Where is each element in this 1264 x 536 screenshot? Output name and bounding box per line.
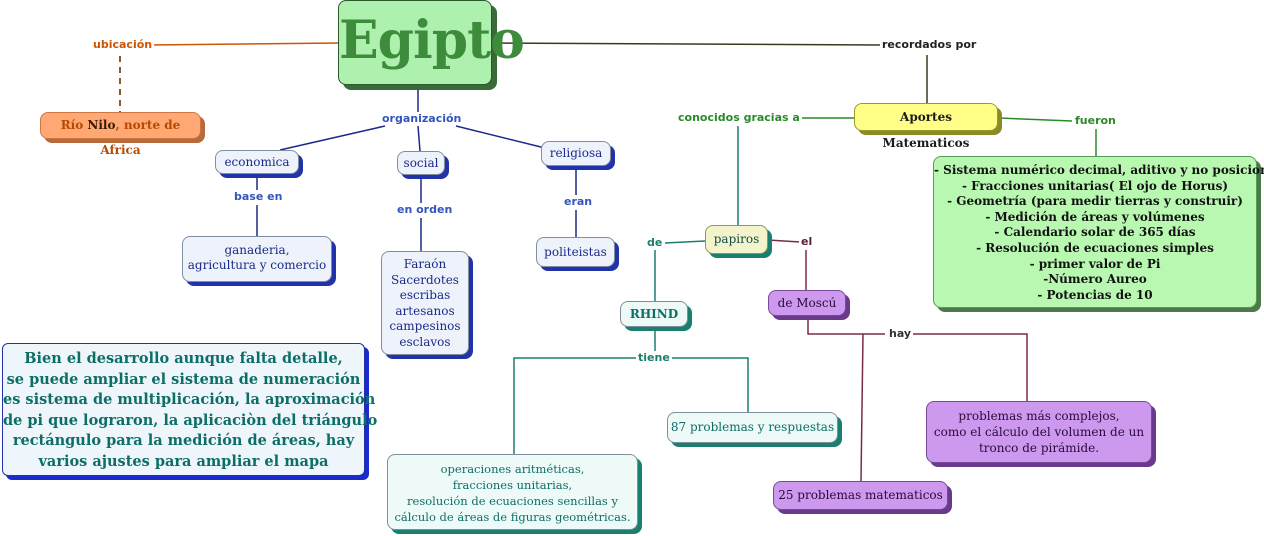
link-ubicacion: ubicación xyxy=(91,38,155,51)
social-orden-item: esclavos xyxy=(399,334,451,349)
problemas-87-label: 87 problemas y respuestas xyxy=(670,420,835,434)
rio-nilo-part1: Río xyxy=(60,118,88,132)
link-fueron: fueron xyxy=(1073,114,1118,127)
node-social-orden[interactable]: Faraón Sacerdotes escribas artesanos cam… xyxy=(381,251,469,355)
node-rhind[interactable]: RHIND xyxy=(620,301,688,327)
node-papiros[interactable]: papiros xyxy=(705,225,768,254)
feedback-line: rectángulo para la medición de áreas, ha… xyxy=(12,432,355,449)
religiosa-label: religiosa xyxy=(549,146,603,160)
social-orden-item: artesanos xyxy=(395,303,455,318)
operaciones-line: cálculo de áreas de figuras geométricas. xyxy=(394,510,631,524)
complejos-line: tronco de pirámide. xyxy=(978,441,1100,455)
aportes-label: Aportes Matematicos xyxy=(882,110,970,150)
link-el: el xyxy=(799,235,815,248)
aportes-item: - Geometría (para medir tierras y constr… xyxy=(947,194,1243,209)
aportes-item: - Calendario solar de 365 días xyxy=(994,225,1196,240)
papiros-label: papiros xyxy=(713,232,760,246)
node-rio-nilo[interactable]: Río Nilo, norte de Africa xyxy=(40,112,201,157)
operaciones-line: fracciones unitarias, xyxy=(452,478,573,492)
ganaderia-line: ganaderia, xyxy=(224,243,290,257)
rhind-label: RHIND xyxy=(629,307,679,321)
link-base-en: base en xyxy=(232,190,285,203)
node-operaciones[interactable]: operaciones aritméticas, fracciones unit… xyxy=(387,454,638,530)
aportes-item: - Medición de áreas y volúmenes xyxy=(985,209,1205,224)
problemas-25-label: 25 problemas matematicos xyxy=(778,488,943,502)
ganaderia-line: agricultura y comercio xyxy=(187,258,327,272)
complejos-line: como el cálculo del volumen de un xyxy=(933,425,1145,439)
link-eran: eran xyxy=(562,195,595,208)
social-orden-item: Faraón xyxy=(403,257,447,271)
title-text: Egipto xyxy=(339,10,525,71)
operaciones-line: operaciones aritméticas, xyxy=(440,462,585,476)
social-label: social xyxy=(403,156,439,170)
node-religiosa[interactable]: religiosa xyxy=(541,141,611,166)
node-moscu[interactable]: de Moscú xyxy=(768,290,846,316)
complejos-line: problemas más complejos, xyxy=(958,409,1120,423)
moscu-label: de Moscú xyxy=(777,296,837,310)
feedback-line: de pi que lograron, la aplicaciòn del tr… xyxy=(3,411,378,429)
aportes-item: - Sistema numérico decimal, aditivo y no… xyxy=(934,163,1264,177)
politeistas-label: politeistas xyxy=(544,245,607,259)
title-node[interactable]: Egipto xyxy=(338,0,525,85)
node-ganaderia[interactable]: ganaderia, agricultura y comercio xyxy=(182,236,332,282)
aportes-item: - primer valor de Pi xyxy=(1029,256,1161,271)
economica-label: economica xyxy=(224,155,290,169)
aportes-item: -Número Aureo xyxy=(1043,272,1147,287)
link-de: de xyxy=(645,236,665,249)
link-tiene: tiene xyxy=(636,351,672,364)
node-87-problemas[interactable]: 87 problemas y respuestas xyxy=(667,412,838,443)
feedback-line: varios ajustes para ampliar el mapa xyxy=(38,452,329,470)
social-orden-item: campesinos xyxy=(389,319,461,333)
feedback-line: Bien el desarrollo aunque falta detalle, xyxy=(24,350,343,367)
node-aportes[interactable]: Aportes Matematicos xyxy=(854,103,998,150)
aportes-item: - Resolución de ecuaciones simples xyxy=(976,240,1214,255)
social-orden-item: Sacerdotes xyxy=(391,272,459,287)
operaciones-line: resolución de ecuaciones sencillas y xyxy=(407,494,618,508)
feedback-line: se puede ampliar el sistema de numeració… xyxy=(6,370,361,388)
aportes-item: - Fracciones unitarias( El ojo de Horus) xyxy=(961,178,1229,193)
rio-nilo-part3: , norte de Africa xyxy=(100,118,181,157)
node-politeistas[interactable]: politeistas xyxy=(536,237,615,267)
link-en-orden: en orden xyxy=(395,203,455,216)
social-orden-item: escribas xyxy=(399,288,451,302)
node-aportes-list[interactable]: - Sistema numérico decimal, aditivo y no… xyxy=(933,156,1264,308)
link-conocidos-gracias-a: conocidos gracias a xyxy=(676,111,802,124)
link-recordados-por: recordados por xyxy=(880,38,979,51)
link-hay: hay xyxy=(887,327,914,340)
node-complejos[interactable]: problemas más complejos, como el cálculo… xyxy=(926,401,1152,463)
rio-nilo-part2: Nilo xyxy=(87,118,116,132)
node-economica[interactable]: economica xyxy=(215,150,299,174)
feedback-line: es sistema de multiplicación, la aproxim… xyxy=(3,391,376,408)
node-25-problemas[interactable]: 25 problemas matematicos xyxy=(773,481,948,510)
aportes-item: - Potencias de 10 xyxy=(1037,287,1153,302)
feedback-note[interactable]: Bien el desarrollo aunque falta detalle,… xyxy=(2,343,378,476)
link-organizacion: organización xyxy=(380,112,464,125)
node-social[interactable]: social xyxy=(397,151,445,175)
